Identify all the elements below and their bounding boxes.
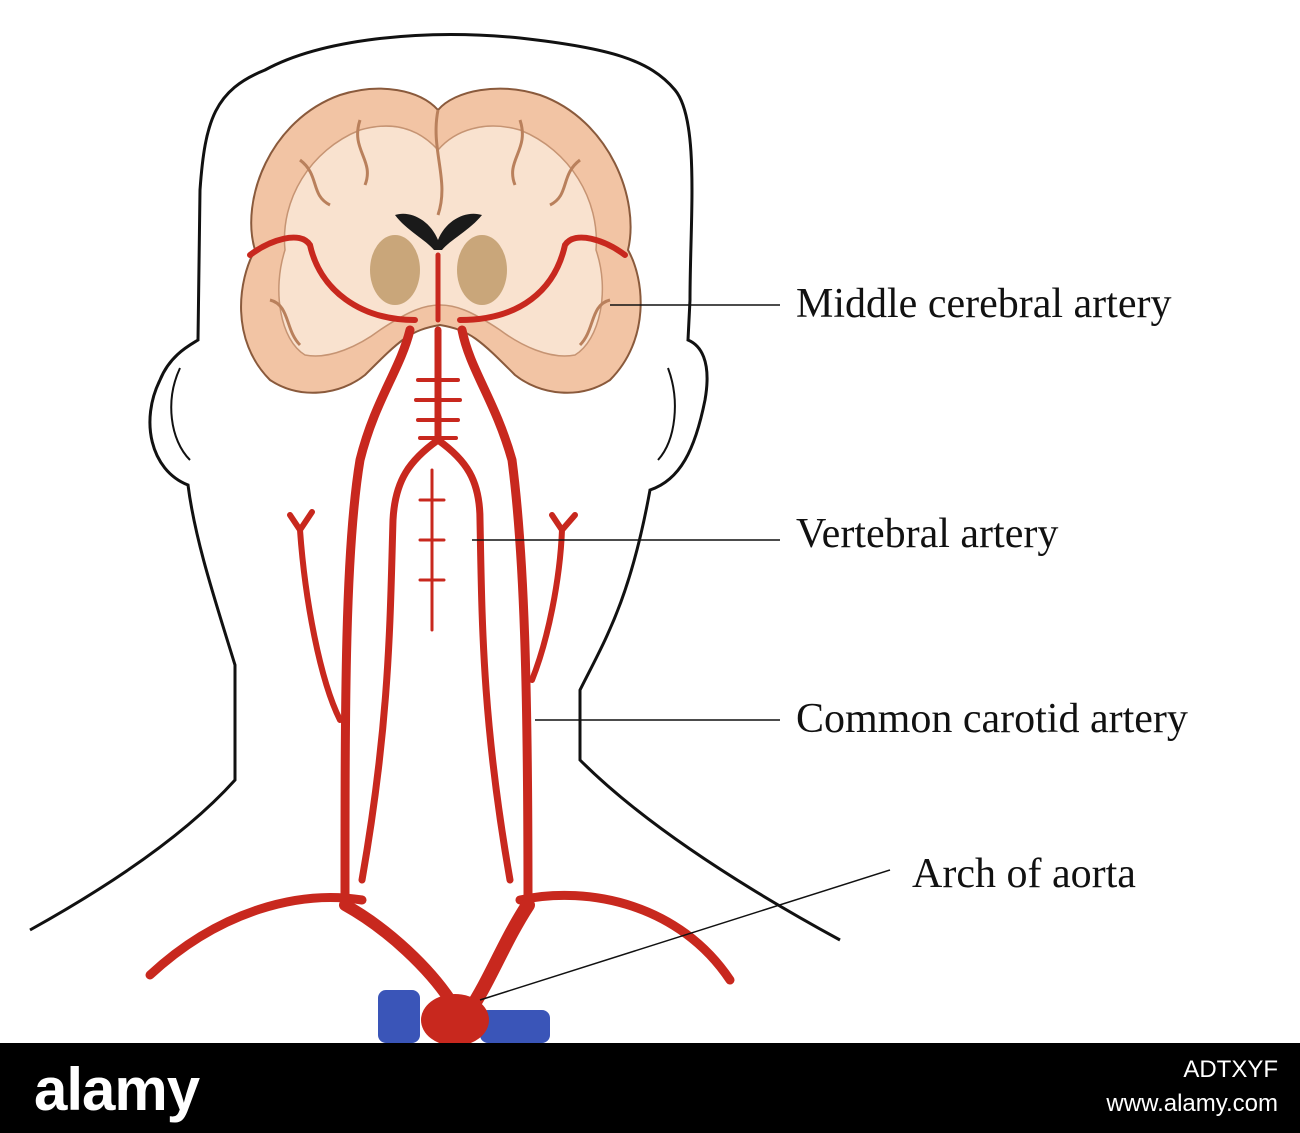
label-common-carotid-artery: Common carotid artery <box>796 696 1188 742</box>
image-id: ADTXYF <box>1183 1056 1278 1083</box>
brain-section <box>240 87 642 394</box>
label-middle-cerebral-artery: Middle cerebral artery <box>796 281 1172 327</box>
left-ear <box>170 367 191 461</box>
superior-vena-cava <box>378 990 420 1043</box>
stock-footer-bar: alamy ADTXYF www.alamy.com <box>0 1043 1300 1133</box>
middle-cerebral-artery-left <box>247 234 418 323</box>
arteries <box>145 234 735 1017</box>
pulmonary-vein <box>480 1010 550 1043</box>
aorta-root <box>421 994 489 1043</box>
middle-cerebral-artery-right <box>457 234 628 323</box>
brain-gyri <box>269 109 611 347</box>
anatomy-diagram <box>29 33 891 1043</box>
right-ear <box>657 367 676 461</box>
anterior-spinal-artery <box>418 468 446 632</box>
internal-carotid-right <box>457 325 533 910</box>
basilar-branches <box>414 378 462 440</box>
vertebral-artery-left <box>358 436 442 884</box>
brachiocephalic-trunk <box>339 899 456 1006</box>
lateral-ventricles <box>395 213 482 250</box>
basal-ganglia-right <box>457 235 507 305</box>
subclavian-right <box>515 890 735 985</box>
brand-logo: alamy <box>34 1056 200 1123</box>
external-carotid-left <box>287 509 343 723</box>
image-id-block: ADTXYF www.alamy.com <box>1106 1053 1278 1121</box>
label-arch-of-aorta: Arch of aorta <box>912 851 1136 897</box>
subclavian-left <box>145 893 367 980</box>
site-url: www.alamy.com <box>1106 1090 1278 1117</box>
head-outline <box>29 33 841 942</box>
leader-arch-of-aorta <box>479 869 891 1001</box>
internal-carotid-left <box>340 325 415 910</box>
label-vertebral-artery: Vertebral artery <box>796 511 1059 557</box>
basal-ganglia-left <box>370 235 420 305</box>
leader-lines <box>472 304 891 1001</box>
external-carotid-right <box>529 512 578 683</box>
vertebral-artery-right <box>434 436 514 884</box>
